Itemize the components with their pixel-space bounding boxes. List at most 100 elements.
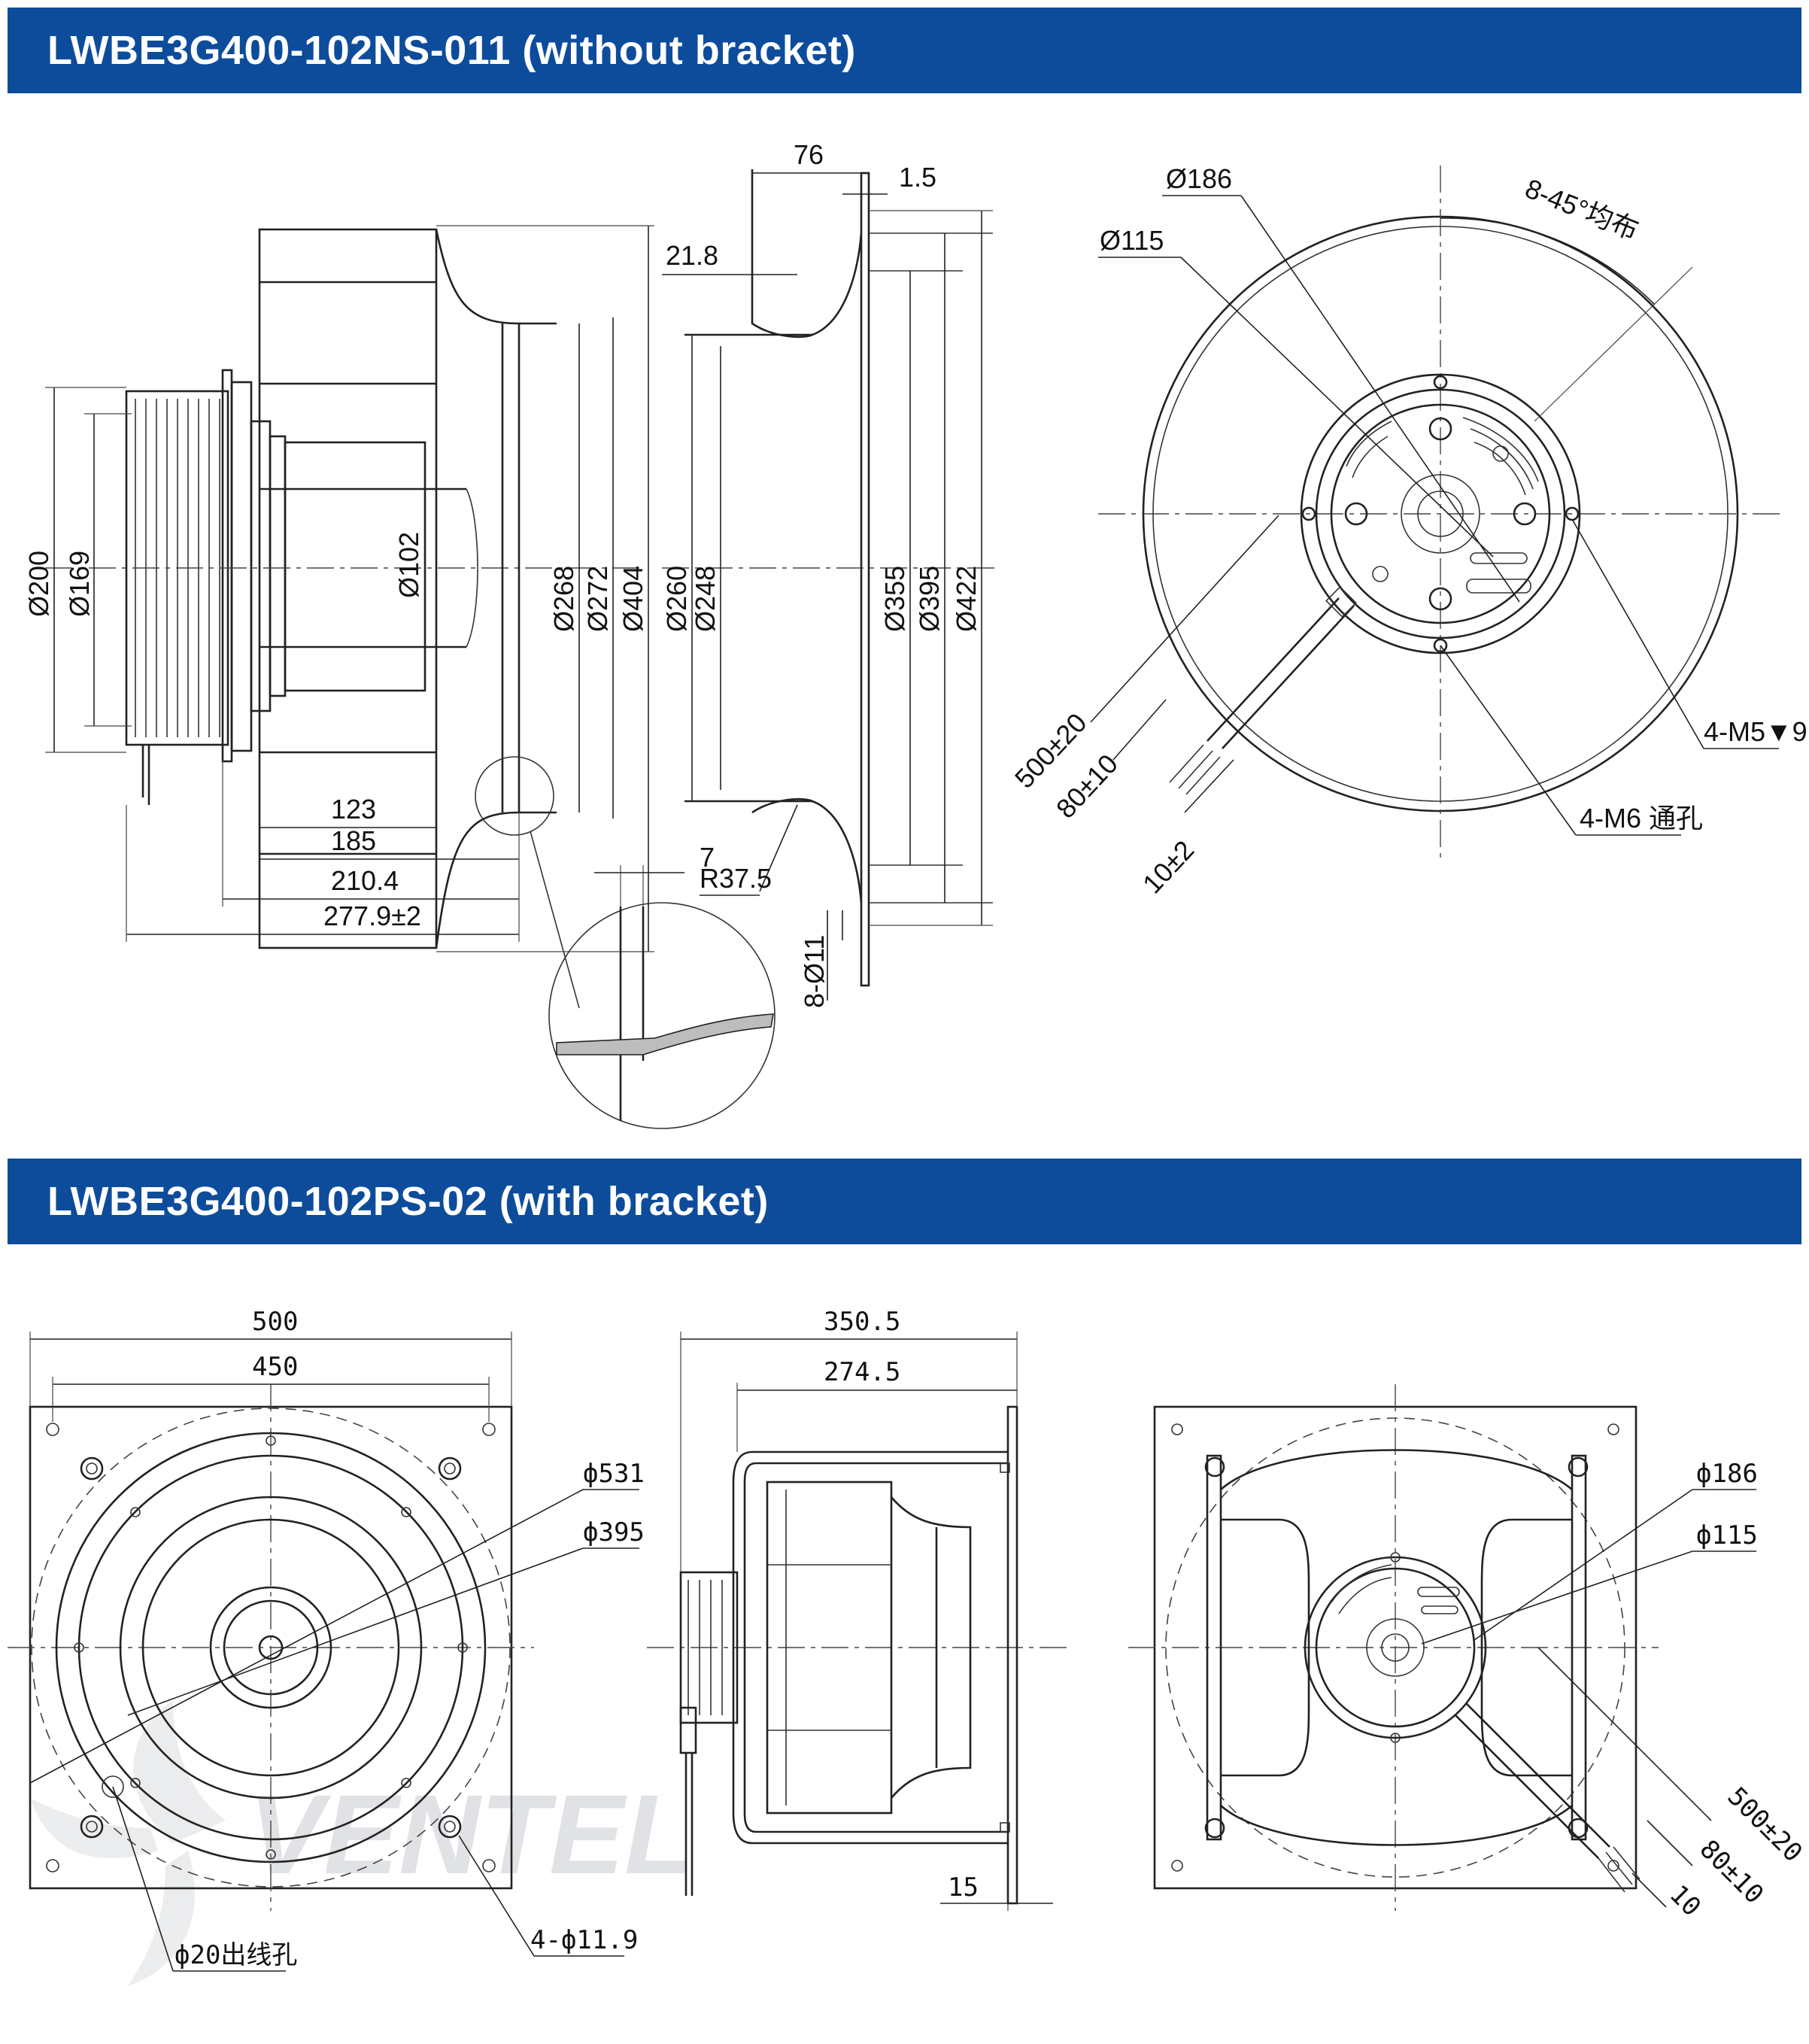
cable (1455, 1703, 1641, 1893)
impeller-body (258, 228, 438, 949)
svg-text:Ø268: Ø268 (548, 566, 579, 632)
bracket-back-view: ф186 ф115 500±20 80±10 10 (1128, 1384, 1808, 1922)
nozzle-flange (860, 172, 870, 987)
dim-l274: 274.5 (736, 1357, 1017, 1452)
dim-m6: 4-M6 通孔 (1440, 645, 1703, 836)
svg-text:8-45°均布: 8-45°均布 (1521, 172, 1643, 245)
svg-text:Ø260: Ø260 (661, 566, 692, 632)
svg-text:350.5: 350.5 (824, 1307, 900, 1337)
dim-d169: Ø169 (64, 413, 132, 727)
svg-text:Ø115: Ø115 (1100, 225, 1164, 256)
dim-d422: Ø422 (869, 210, 993, 926)
dim-d268: Ø268 (548, 323, 580, 812)
svg-text:ф20出线孔: ф20出线孔 (175, 1940, 297, 1970)
section-banner-with-bracket: LWBE3G400-102PS-02 (with bracket) (8, 1159, 1801, 1244)
svg-text:210.4: 210.4 (331, 865, 399, 896)
dim-d404: Ø404 (436, 225, 654, 952)
dim-w500: 500 (29, 1307, 512, 1407)
dim-d531: ф531 (29, 1459, 645, 1784)
svg-text:10±2: 10±2 (1137, 834, 1200, 899)
impeller (766, 1481, 893, 1815)
section-banner-without-bracket: LWBE3G400-102NS-011 (without bracket) (8, 8, 1801, 93)
svg-text:274.5: 274.5 (824, 1357, 900, 1387)
motor (679, 1571, 739, 1724)
dim-l277: 277.9±2 (126, 805, 520, 942)
svg-text:ф531: ф531 (583, 1459, 645, 1489)
side-view: Ø200 Ø169 Ø102 Ø268 Ø272 Ø404 (23, 225, 776, 1129)
svg-text:Ø355: Ø355 (879, 566, 910, 632)
svg-text:185: 185 (331, 825, 376, 856)
svg-text:76: 76 (794, 139, 824, 170)
dim-d355: Ø355 (879, 271, 911, 865)
dim-r375: R37.5 (700, 804, 798, 896)
dim-d248: Ø248 (690, 346, 721, 790)
dim-d395: Ø395 (914, 233, 945, 903)
inlet-nozzle-view: 76 1.5 21.8 Ø260 Ø248 Ø355 Ø395 (661, 139, 1000, 1008)
svg-text:4-ф11.9: 4-ф11.9 (530, 1925, 638, 1955)
outlet-hole (102, 1775, 124, 1798)
svg-text:Ø395: Ø395 (914, 566, 945, 632)
svg-text:VENTEL: VENTEL (248, 1771, 694, 1897)
dim-l15: 1.5 (842, 162, 936, 195)
dim-d272: Ø272 (582, 317, 614, 819)
svg-text:ф186: ф186 (1696, 1459, 1758, 1489)
front-view: 8-45°均布 Ø186 Ø115 4-M5▼9 4-M6 通孔 500±20 (1009, 163, 1807, 899)
svg-text:Ø272: Ø272 (582, 566, 613, 632)
corner-holes (46, 1423, 496, 1872)
section-title: LWBE3G400-102NS-011 (without bracket) (47, 28, 856, 73)
watermark: VENTEL (30, 1700, 694, 1986)
svg-text:21.8: 21.8 (666, 240, 718, 271)
svg-text:ф395: ф395 (583, 1517, 645, 1547)
dim-d102: Ø102 (393, 442, 426, 691)
drawing-with-bracket: VENTEL (8, 1307, 1808, 1986)
circle-d531 (31, 1408, 511, 1888)
svg-text:Ø102: Ø102 (393, 532, 424, 598)
dim-d186: Ø186 (1162, 163, 1520, 603)
svg-text:15: 15 (948, 1872, 979, 1903)
svg-text:Ø200: Ø200 (23, 551, 54, 617)
svg-text:4-M5▼9: 4-M5▼9 (1704, 716, 1807, 747)
strut-left (1206, 1454, 1222, 1841)
svg-text:8-Ø11: 8-Ø11 (799, 935, 830, 1008)
svg-text:Ø169: Ø169 (64, 551, 95, 617)
dim-m5: 4-M5▼9 (1571, 518, 1807, 749)
detail-marker (475, 756, 554, 836)
bracket-front-view: 500 450 ф531 ф395 ф20出线孔 4-ф11.9 (8, 1307, 645, 1972)
dim-d395: ф395 (127, 1517, 645, 1716)
svg-text:450: 450 (252, 1352, 298, 1382)
dim-d115: ф115 (1421, 1520, 1758, 1645)
dim-holes: 8-Ø11 (799, 910, 843, 1008)
dim-w450: 450 (52, 1352, 490, 1422)
mounting-holes (1301, 375, 1580, 653)
dim-l185: 185 (260, 825, 519, 860)
dim-angle: 8-45°均布 (1440, 172, 1693, 422)
motor-flange (1300, 373, 1581, 655)
dim-outlet: ф20出线孔 (112, 1786, 297, 1972)
svg-text:123: 123 (331, 794, 376, 825)
svg-text:Ø404: Ø404 (618, 566, 648, 632)
drawing-without-bracket: Ø200 Ø169 Ø102 Ø268 Ø272 Ø404 (23, 139, 1807, 1129)
svg-text:10: 10 (1664, 1879, 1707, 1922)
section-title: LWBE3G400-102PS-02 (with bracket) (47, 1179, 769, 1224)
dim-d186: ф186 (1474, 1459, 1758, 1641)
dim-l76: 76 (752, 139, 861, 174)
cooling-fins (1346, 417, 1539, 594)
svg-text:4-M6 通孔: 4-M6 通孔 (1580, 803, 1703, 834)
svg-text:1.5: 1.5 (899, 162, 936, 193)
bracket-side-view: 350.5 274.5 15 (647, 1307, 1068, 1911)
motor-flange (209, 1586, 332, 1709)
dim-l210: 210.4 (222, 760, 519, 907)
cooling-fins (1331, 1564, 1460, 1614)
svg-text:500: 500 (252, 1307, 298, 1337)
svg-text:Ø422: Ø422 (951, 566, 982, 632)
dim-l218: 21.8 (662, 240, 797, 275)
motor-flange (1304, 1556, 1487, 1739)
dim-l350: 350.5 (680, 1307, 1018, 1572)
svg-text:277.9±2: 277.9±2 (323, 901, 421, 931)
cable (1169, 586, 1357, 795)
svg-text:R37.5: R37.5 (700, 863, 772, 894)
dim-l123: 123 (260, 794, 436, 828)
dim-d260: Ø260 (661, 335, 693, 801)
detail-enlargement: 7 (548, 842, 776, 1129)
dim-d115: Ø115 (1098, 225, 1494, 557)
